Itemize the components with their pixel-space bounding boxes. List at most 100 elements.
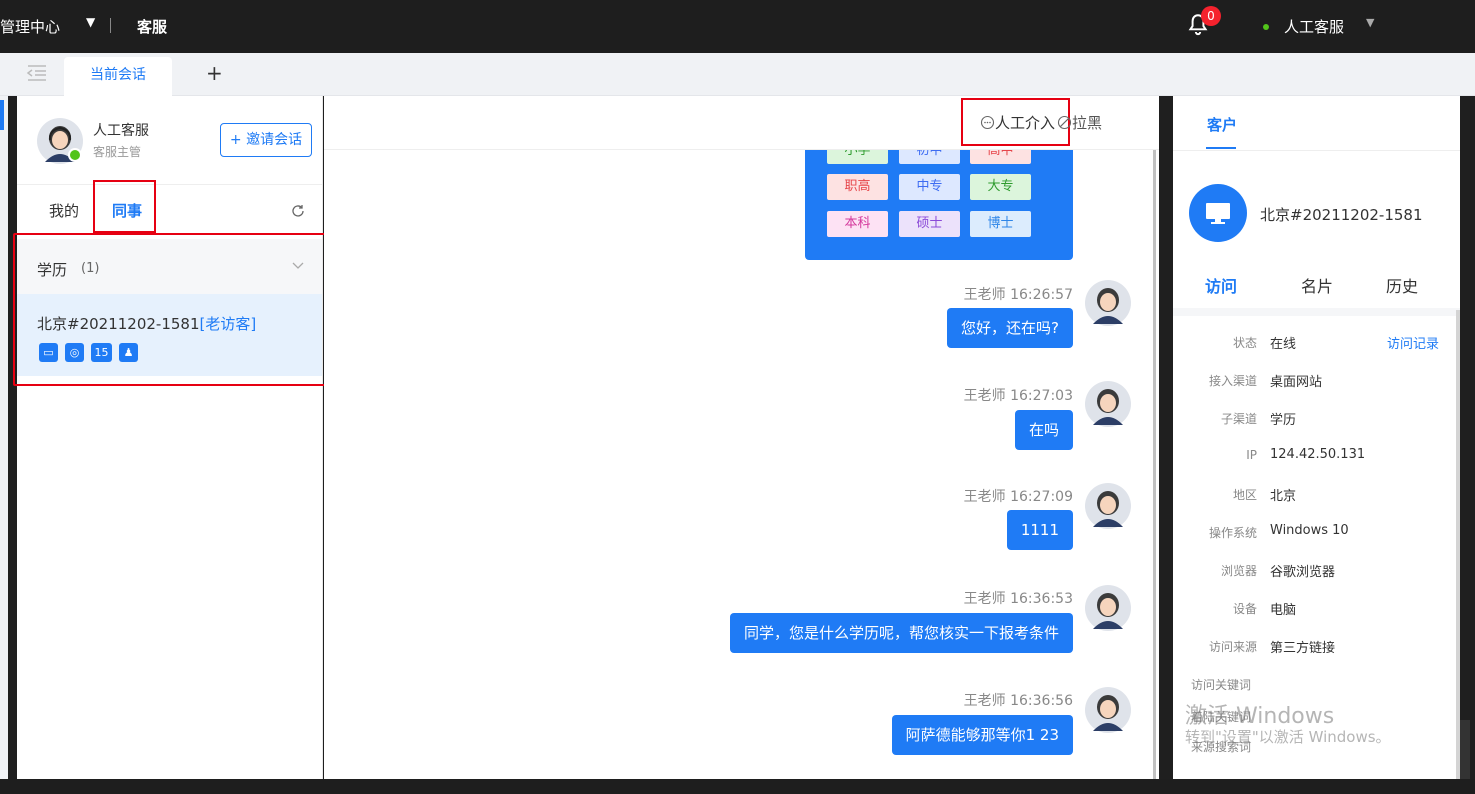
tab-history[interactable]: 历史 [1386, 277, 1419, 296]
info-label: 浏览器 [1220, 564, 1257, 578]
tab-customer[interactable]: 客户 [1207, 116, 1238, 134]
info-value: Windows 10 [1270, 523, 1349, 538]
visit-record-link[interactable]: 访问记录 [1387, 337, 1440, 352]
info-label: 地区 [1232, 488, 1257, 502]
desktop-icon: ▭ [39, 343, 58, 362]
group-name: 学历 [37, 261, 68, 279]
tab-visit[interactable]: 访问 [1205, 277, 1238, 296]
agent-name: 人工客服 [93, 123, 149, 139]
info-value: 桌面网站 [1270, 375, 1323, 390]
info-label: 操作系统 [1208, 526, 1257, 540]
session-list-panel: 人工客服 客服主管 + 邀请会话 我的 同事 学历 (1) 北京#2021120… [13, 96, 328, 779]
agent-avatar [1085, 483, 1131, 529]
ban-icon [1057, 115, 1072, 130]
tabs-row: 当前会话 + [0, 53, 1475, 96]
highlight-box [13, 233, 328, 386]
option-button[interactable]: 大专 [970, 174, 1031, 200]
info-label: 状态 [1232, 336, 1257, 350]
info-label: 来源搜索词 [1191, 740, 1252, 754]
user-card-icon: ♟ [119, 343, 138, 362]
invite-session-button[interactable]: + 邀请会话 [220, 123, 312, 157]
caret-down-icon[interactable]: ▼ [86, 15, 96, 29]
message-bubble: 1111 [1006, 510, 1073, 550]
info-label: 着陆关键词 [1191, 710, 1252, 724]
agent-avatar [37, 118, 83, 164]
chevron-down-icon[interactable] [291, 259, 305, 273]
left-strip [0, 96, 8, 794]
add-tab-button[interactable]: + [206, 61, 223, 85]
message-bubble: 您好，还在吗? [947, 308, 1073, 348]
browser-icon: ◎ [65, 343, 84, 362]
info-value: 学历 [1270, 413, 1297, 428]
info-label: 设备 [1232, 602, 1257, 616]
visitor-id: 北京#20211202-1581 [1260, 206, 1423, 224]
message-meta: 王老师 16:36:56 [963, 693, 1073, 709]
info-label: 子渠道 [1220, 412, 1257, 426]
message-bubble: 阿萨德能够那等你1 23 [891, 715, 1073, 755]
message-bubble: 在吗 [1014, 410, 1073, 450]
agent-role: 客服主管 [93, 145, 142, 159]
option-button[interactable]: 博士 [970, 211, 1031, 237]
online-status-dot [1263, 24, 1269, 30]
info-label: 访问关键词 [1191, 678, 1252, 692]
monitor-icon [1206, 203, 1230, 224]
menu-fold-icon[interactable] [26, 63, 48, 83]
session-icons: ▭ ◎ 15 ♟ [39, 343, 138, 362]
session-title[interactable]: 北京#20211202-1581[老访客] [37, 315, 257, 333]
active-indicator [0, 100, 4, 130]
message-bubble: 同学，您是什么学历呢，帮您核实一下报考条件 [729, 613, 1073, 653]
divider [1173, 150, 1460, 151]
message-meta: 王老师 16:27:09 [963, 489, 1073, 505]
info-value: 第三方链接 [1270, 641, 1336, 656]
info-value: 北京 [1270, 489, 1297, 504]
info-label: 访问来源 [1208, 640, 1257, 654]
option-button[interactable]: 硕士 [899, 211, 960, 237]
notification-badge: 0 [1201, 6, 1221, 26]
agent-avatar [1085, 280, 1131, 326]
group-count: (1) [81, 261, 100, 276]
top-bar: 管理中心 ▼ 客服 0 人工客服 ▼ [0, 0, 1475, 53]
chat-bubble-icon [980, 115, 995, 130]
returning-visitor-tag: [老访客] [199, 315, 257, 333]
chat-header: 人工介入 拉黑 [324, 96, 1159, 150]
management-center-menu[interactable]: 管理中心 [0, 18, 61, 36]
info-scrollbar[interactable] [1456, 310, 1460, 780]
info-value: 电脑 [1270, 603, 1297, 618]
block-button[interactable]: 拉黑 [1057, 112, 1102, 133]
scrollbar-thumb[interactable] [1460, 720, 1470, 780]
tab-current-session[interactable]: 当前会话 [64, 57, 172, 96]
message-meta: 王老师 16:36:53 [963, 591, 1073, 607]
info-value: 124.42.50.131 [1270, 447, 1366, 462]
divider [110, 18, 111, 33]
info-value: 在线 [1270, 337, 1297, 352]
tab-mine[interactable]: 我的 [49, 202, 80, 220]
manual-intervention-button[interactable]: 人工介入 [980, 112, 1055, 133]
info-label: 接入渠道 [1208, 374, 1257, 388]
active-tab-underline [1206, 147, 1236, 149]
refresh-icon[interactable] [290, 203, 306, 219]
tab-card[interactable]: 名片 [1301, 277, 1334, 296]
visitor-avatar [1189, 184, 1247, 242]
tab-colleague[interactable]: 同事 [112, 202, 143, 220]
chat-scrollbar[interactable] [1153, 150, 1156, 779]
caret-down-icon[interactable]: ▼ [1366, 16, 1375, 29]
user-menu[interactable]: 人工客服 [1284, 18, 1345, 36]
customer-info-panel: 客户 北京#20211202-1581 访问 名片 历史 状态 在线 访问记录 … [1173, 96, 1460, 779]
group-header[interactable] [17, 239, 322, 294]
agent-avatar [1085, 381, 1131, 427]
option-button[interactable]: 中专 [899, 174, 960, 200]
windows-activation-watermark: 激活 Windows [1185, 704, 1335, 729]
session-list-item[interactable] [17, 294, 322, 376]
agent-avatar [1085, 687, 1131, 733]
option-button[interactable]: 职高 [827, 174, 888, 200]
bottom-bar [0, 779, 1475, 794]
info-value: 谷歌浏览器 [1270, 565, 1336, 580]
visit-count-badge: 15 [91, 343, 112, 362]
highlight-box [93, 180, 156, 233]
windows-activation-hint: 转到"设置"以激活 Windows。 [1185, 728, 1391, 746]
online-check-icon [68, 148, 82, 162]
section-title: 客服 [137, 18, 168, 36]
option-button[interactable]: 本科 [827, 211, 888, 237]
message-meta: 王老师 16:26:57 [963, 287, 1073, 303]
message-meta: 王老师 16:27:03 [963, 388, 1073, 404]
